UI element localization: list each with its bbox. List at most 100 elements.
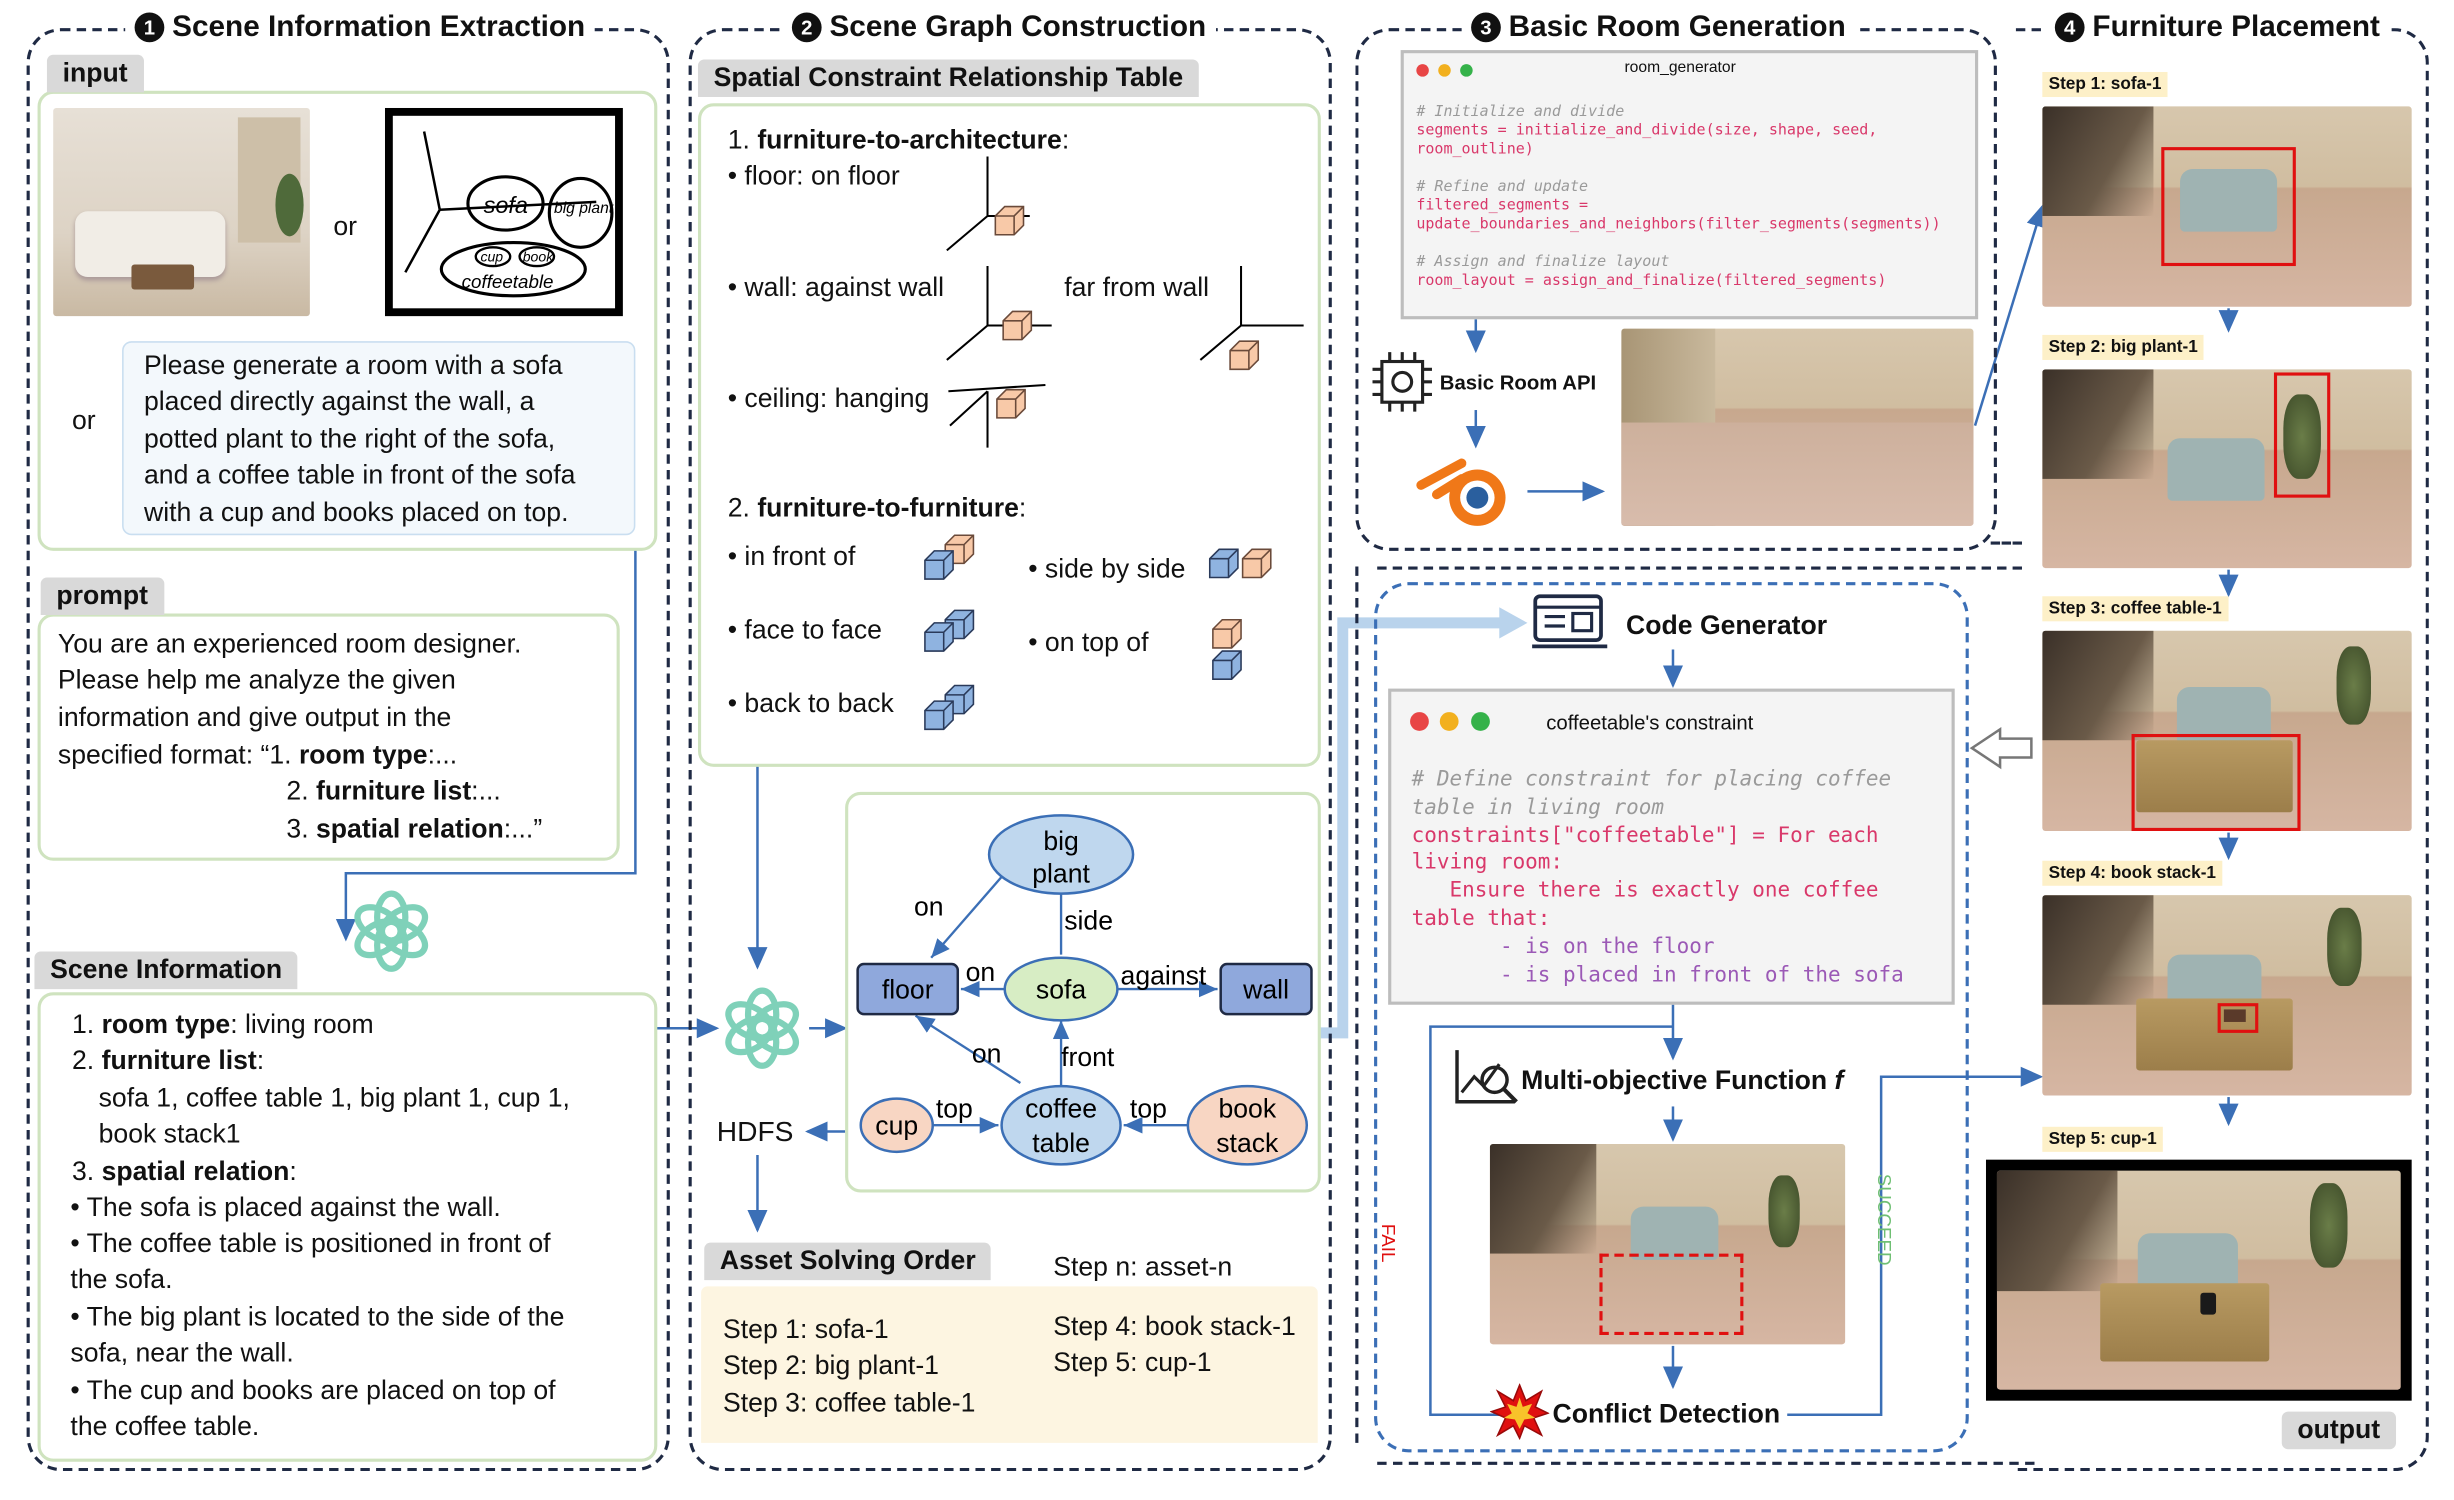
step4-table (2136, 998, 2293, 1071)
sketch-drawing: sofa big plant cup book coffeetable (404, 131, 614, 298)
face-to-face-icon (924, 609, 975, 652)
output-tab: output (2281, 1411, 2396, 1450)
asset-order-step1: Step 1: sofa-1 (723, 1314, 889, 1345)
code-line: update_boundaries_and_neighbors(filter_s… (1416, 215, 1941, 234)
ceiling-axes-icon (948, 383, 1046, 448)
furniture-step-5-tag: Step 5: cup-1 (2042, 1126, 2163, 1152)
code-line: - is placed in front of the sofa (1411, 963, 1904, 987)
furniture-step-2-tag: Step 2: big plant-1 (2042, 334, 2205, 360)
input-text-line-3: potted plant to the right of the sofa, (143, 424, 556, 454)
sketch-label-bigplant: big plant (554, 200, 614, 217)
scene-line-3: sofa 1, coffee table 1, big plant 1, cup… (98, 1082, 570, 1113)
final-output-frame (1985, 1159, 2412, 1401)
mof-icon (1455, 1050, 1518, 1104)
conflict-burst-icon (1489, 1383, 1550, 1440)
arrow-input-to-llm (335, 547, 637, 942)
step5-dark-wall (1996, 1170, 2119, 1292)
back-to-back-icon (924, 684, 975, 731)
window-close-dot (1416, 64, 1429, 77)
step3-sofa (2176, 687, 2271, 744)
llm-icon (354, 890, 429, 972)
code-line: # Initialize and divide (1416, 103, 1625, 121)
scene-bullet-2b: the sofa. (70, 1264, 173, 1295)
room-generator-title: room_generator (1624, 59, 1736, 77)
node-coffee-table-l2: table (1032, 1128, 1090, 1158)
prompt-line-1: You are an experienced room designer. (57, 629, 522, 659)
scene-graph: big plant floor sofa wall cup coffee tab… (856, 814, 1313, 1166)
input-text-line-1: Please generate a room with a sofa (143, 350, 563, 381)
code-line: Ensure there is exactly one coffee (1411, 879, 1879, 904)
constraint-window (1388, 688, 1955, 1005)
photo-table (131, 264, 195, 290)
prompt-line-3: information and give output in the (57, 702, 452, 733)
step2-dark-wall (2042, 369, 2154, 479)
render-sofa (1630, 1206, 1719, 1260)
sketch-label-book: book (523, 248, 554, 264)
hdfs-label: HDFS (716, 1115, 794, 1148)
prompt-line-2: Please help me analyze the given (57, 665, 456, 695)
ct-floor: • floor: on floor (727, 161, 900, 191)
conflict-region-box (1599, 1253, 1744, 1335)
scene-line-5: 3. spatial relation: (71, 1156, 297, 1187)
sketch-label-sofa: sofa (484, 192, 528, 218)
furniture-step-4-render (2042, 895, 2412, 1096)
scene-line-2: 2. furniture list: (71, 1045, 265, 1076)
or-label-2: or (71, 405, 96, 436)
step1-sofa (2180, 169, 2278, 232)
input-text-line-4: and a coffee table in front of the sofa (143, 460, 576, 490)
constraint-window-title: coffeetable's constraint (1546, 710, 1754, 734)
input-text-line-2: placed directly against the wall, a (143, 386, 535, 417)
furniture-step-5-render (1996, 1170, 2401, 1390)
fail-label: FAIL (1377, 1223, 1400, 1263)
code-line: living room: (1411, 851, 1564, 876)
panel-code-generator (1374, 582, 1969, 1453)
node-cup (859, 1097, 934, 1154)
on-top-of-icon (1212, 618, 1242, 680)
ct-face: • face to face (727, 615, 882, 645)
scene-bullet-3b: sofa, near the wall. (70, 1338, 294, 1368)
edge-plant-floor (930, 872, 1006, 959)
basic-room-render (1621, 328, 1974, 526)
step-number-3: 3 (1471, 12, 1501, 43)
asset-order-step3: Step 3: coffee table-1 (723, 1388, 976, 1418)
prompt-line-4: specified format: “1. room type:... (57, 740, 458, 770)
edge-label-top2: top (1130, 1093, 1167, 1123)
step5-plant (2309, 1183, 2348, 1268)
render-plant (1768, 1175, 1800, 1248)
ct-front: • in front of (727, 541, 856, 572)
side-by-side-icon (1208, 548, 1272, 579)
step4-highlight-box (2217, 1003, 2259, 1033)
prompt-tab: prompt (40, 577, 164, 616)
conflict-detection-label: Conflict Detection (1552, 1399, 1781, 1429)
scene-information-box (37, 992, 658, 1462)
sketch-label-cup: cup (480, 248, 503, 264)
step-number-4: 4 (2054, 12, 2085, 43)
ct-side: • side by side (1028, 554, 1186, 584)
floor-axes-icon (946, 156, 1030, 252)
node-coffee-table (1000, 1084, 1122, 1166)
step5-cup (2200, 1292, 2217, 1315)
code-line: filtered_segments = (1416, 197, 1589, 215)
ct-top: • on top of (1028, 627, 1149, 658)
node-book-stack-l1: book (1218, 1093, 1276, 1123)
prompt-line-5: 2. furniture list:... (286, 776, 501, 806)
asset-order-step5: Step 5: cup-1 (1053, 1347, 1212, 1378)
ct-back: • back to back (727, 688, 894, 719)
furniture-step-1-render (2042, 106, 2412, 307)
scene-bullet-3: • The big plant is located to the side o… (70, 1302, 565, 1332)
node-sofa (1003, 956, 1119, 1022)
constraint-close-dot (1410, 712, 1429, 731)
ct-heading-2: 2. furniture-to-furniture: (727, 492, 1027, 523)
node-book-stack (1186, 1084, 1309, 1166)
sketch-label-coffeetable: coffeetable (462, 271, 554, 292)
constraint-icons (924, 156, 1304, 731)
edge-label-on1: on (914, 892, 944, 922)
mof-label: Multi-objective Function f (1521, 1065, 1844, 1096)
ct-far: far from wall (1064, 272, 1210, 303)
panel-4-left-edge (1355, 566, 1359, 1443)
step2-sofa (2167, 438, 2265, 501)
step5-sofa (2137, 1233, 2238, 1290)
